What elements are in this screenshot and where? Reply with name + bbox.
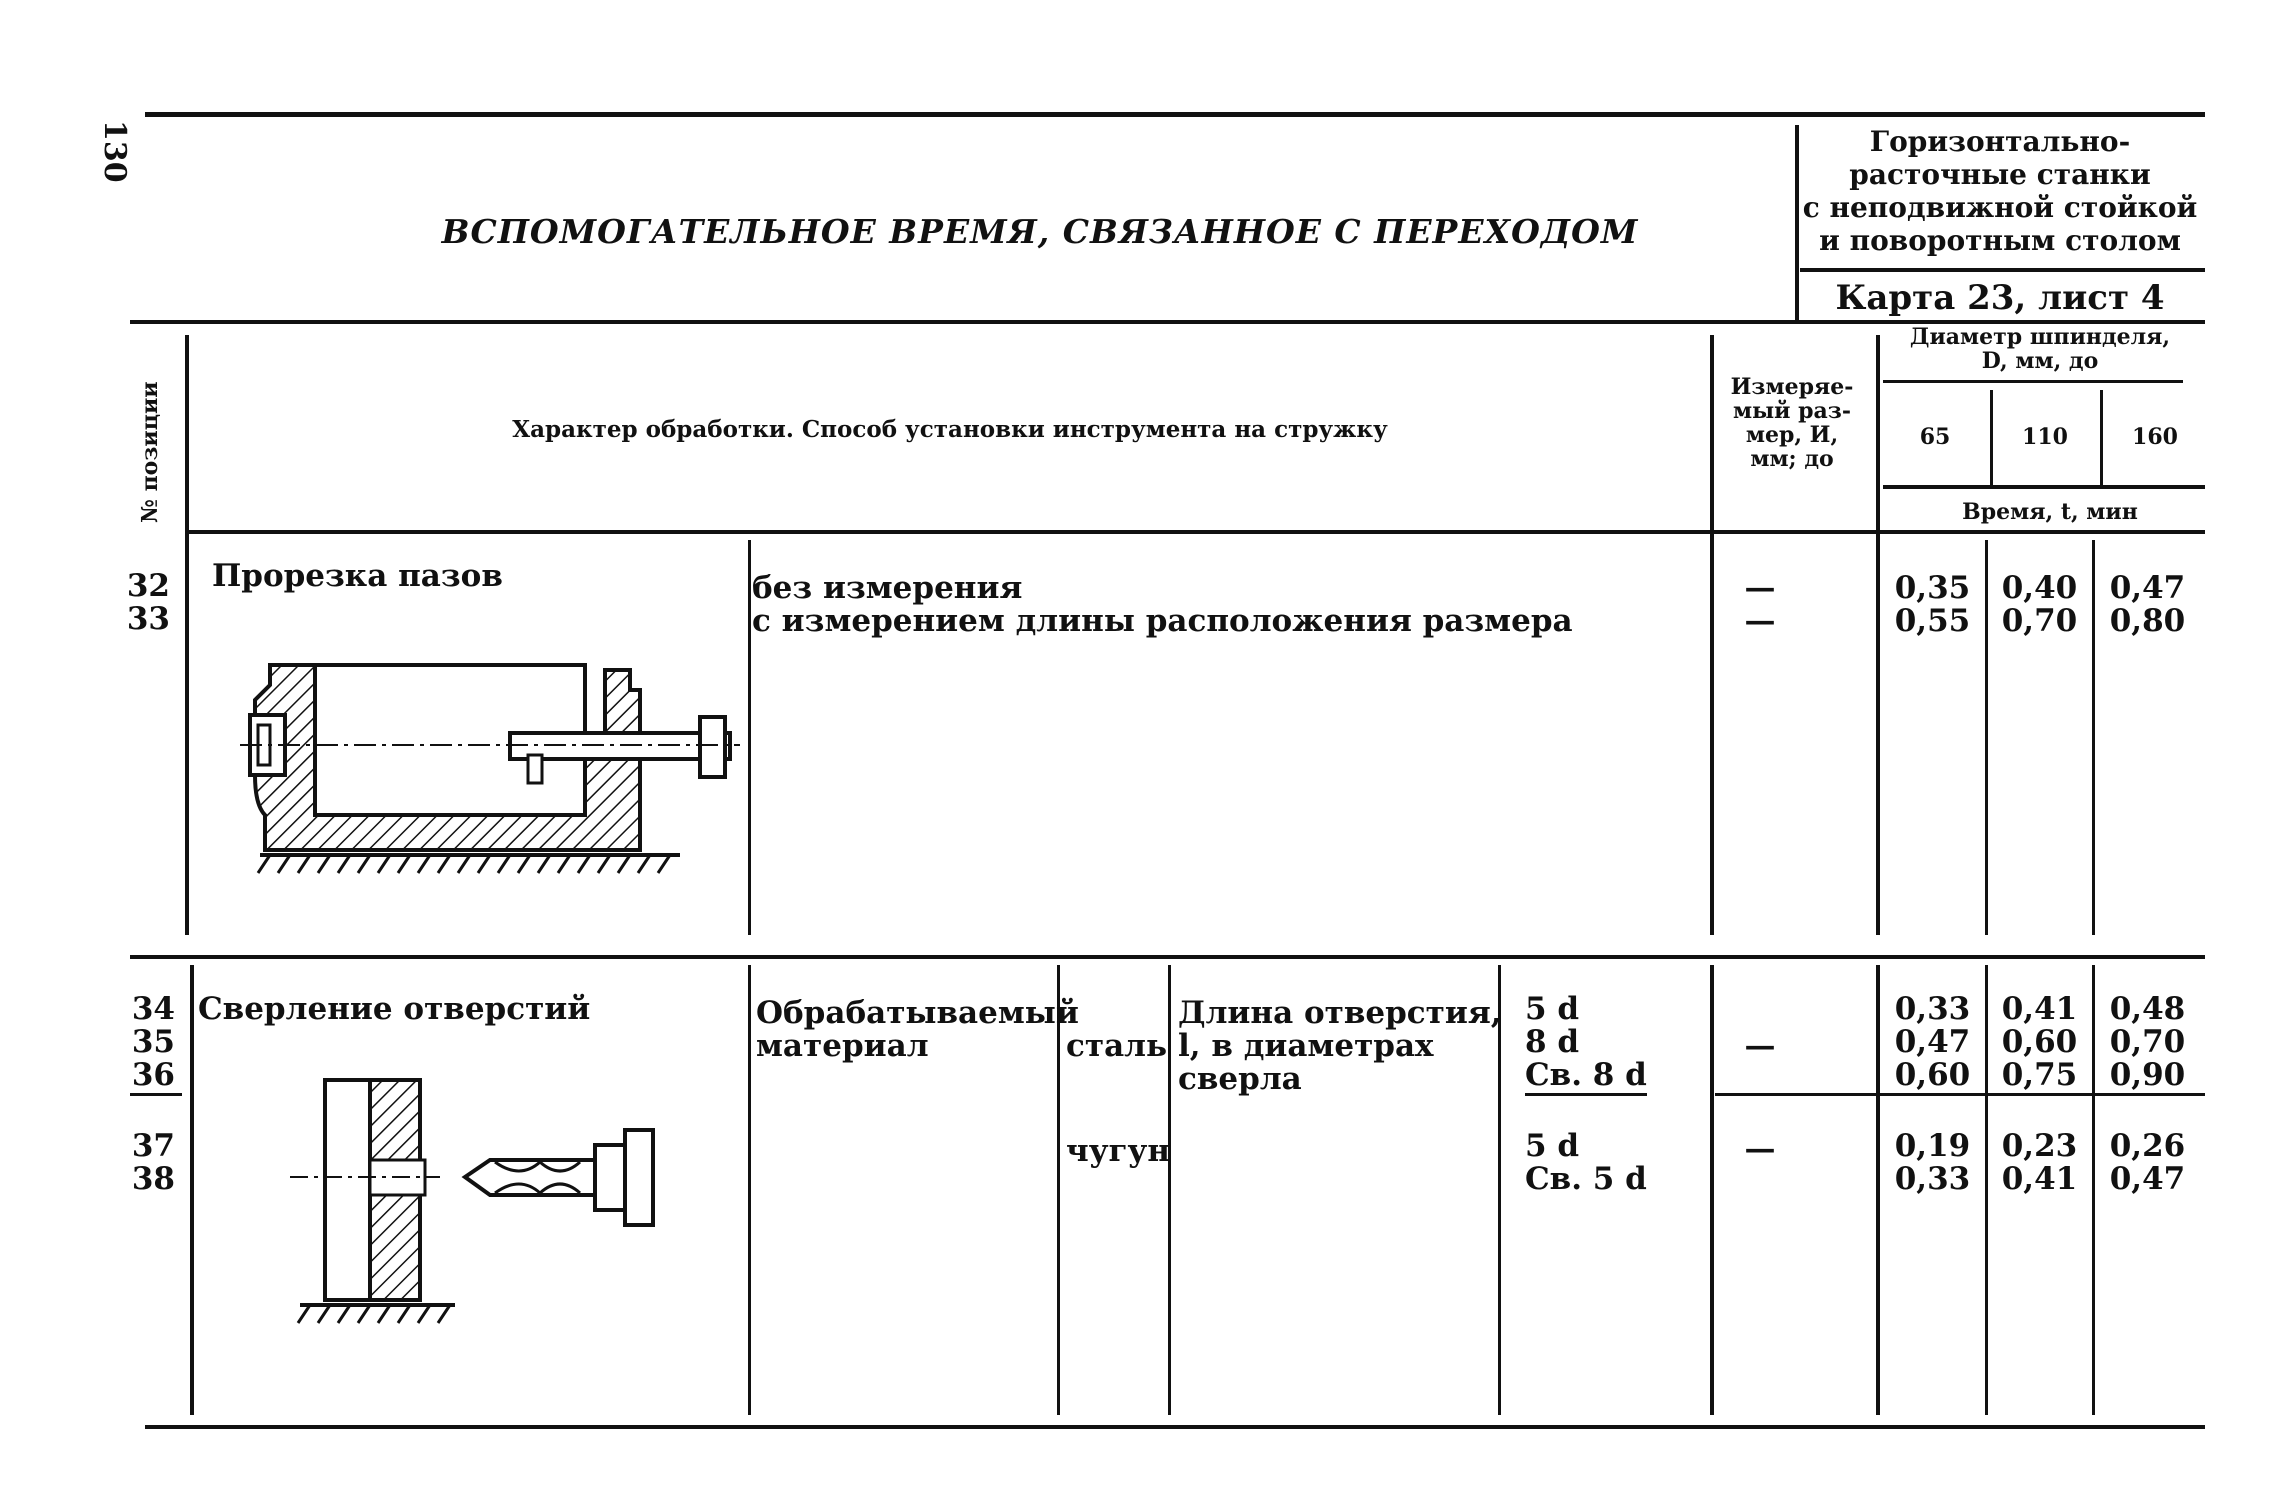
position-header: № позиции bbox=[137, 381, 163, 523]
positions-32-33: 32 33 bbox=[126, 568, 170, 637]
section1-name: Прорезка пазов bbox=[212, 558, 503, 594]
card-rule bbox=[1800, 268, 2205, 272]
measured-32: — bbox=[1744, 570, 1776, 606]
col-line-pos bbox=[185, 335, 189, 935]
col-line-110 bbox=[1985, 540, 1988, 935]
s2-col-line bbox=[1498, 965, 1501, 1415]
s2-col-line bbox=[190, 965, 194, 1415]
lengths-steel: 5 d 8 d Св. 8 d bbox=[1525, 991, 1647, 1093]
diameter-110: 110 bbox=[2022, 424, 2068, 450]
section-separator bbox=[130, 955, 2205, 959]
section2-col110-a: 0,41 0,60 0,75 bbox=[2001, 991, 2078, 1093]
section2-col65-a: 0,33 0,47 0,60 bbox=[1894, 991, 1971, 1093]
header-col-line bbox=[1990, 390, 1993, 485]
section2-name: Сверление отверстий bbox=[198, 991, 591, 1027]
section2-col160-a: 0,48 0,70 0,90 bbox=[2109, 991, 2186, 1093]
s2-col-line bbox=[1168, 965, 1171, 1415]
machine-type: Горизонтально- расточные станки с неподв… bbox=[1802, 125, 2198, 257]
material-label: Обрабатываемый материал bbox=[756, 995, 1079, 1064]
section1-col160: 0,47 0,80 bbox=[2109, 570, 2186, 639]
length-label: Длина отверстия, l, в диаметрах сверла bbox=[1178, 995, 1502, 1097]
positions-37-38: 37 38 bbox=[131, 1128, 175, 1197]
section2-col160-b: 0,26 0,47 bbox=[2109, 1128, 2186, 1197]
header-divider bbox=[1795, 125, 1799, 323]
positions-34-36: 34 35 36 bbox=[131, 991, 175, 1093]
page-number: 130 bbox=[97, 120, 132, 183]
s2-col-line bbox=[1876, 965, 1880, 1415]
s2-col-line bbox=[1710, 965, 1714, 1415]
section1-col65: 0,35 0,55 bbox=[1894, 570, 1971, 639]
lengths-cast-iron: 5 d Св. 5 d bbox=[1525, 1128, 1647, 1197]
s2-col-line bbox=[2092, 965, 2095, 1415]
section1-methods: без измерения с измерением длины располо… bbox=[752, 570, 1573, 639]
slotting-drawing bbox=[240, 663, 740, 874]
time-label: Время, t, мин bbox=[1962, 499, 2138, 525]
bottom-rule bbox=[145, 1425, 2205, 1429]
s2-col-line bbox=[748, 965, 751, 1415]
measured-size-header: Измеряе- мый раз- мер, И, мм; до bbox=[1730, 374, 1854, 472]
material-cast-iron: чугун bbox=[1066, 1133, 1171, 1169]
measured-34-36: — bbox=[1744, 1028, 1776, 1064]
spindle-diameter-header: Диаметр шпинделя, D, мм, до bbox=[1909, 324, 2171, 374]
s2-col-line bbox=[1057, 965, 1060, 1415]
time-rule bbox=[1883, 485, 2205, 489]
header-bottom-rule bbox=[185, 530, 2205, 534]
measured-37-38: — bbox=[1744, 1131, 1776, 1167]
page-title: ВСПОМОГАТЕЛЬНОЕ ВРЕМЯ, СВЯЗАННОЕ С ПЕРЕХ… bbox=[441, 212, 1639, 251]
diameter-65: 65 bbox=[1919, 424, 1951, 450]
section1-col110: 0,40 0,70 bbox=[2001, 570, 2078, 639]
card-label: Карта 23, лист 4 bbox=[1835, 278, 2165, 318]
measured-33: — bbox=[1744, 603, 1776, 639]
section2-col110-b: 0,23 0,41 bbox=[2001, 1128, 2078, 1197]
col-line-160 bbox=[2092, 540, 2095, 935]
material-steel: сталь bbox=[1066, 1028, 1168, 1064]
values-rule bbox=[1715, 1093, 2205, 1096]
lengths-rule bbox=[1525, 1093, 1647, 1096]
header-col-line bbox=[2100, 390, 2103, 485]
section2-col65-b: 0,19 0,33 bbox=[1894, 1128, 1971, 1197]
table-top-rule bbox=[130, 320, 2205, 324]
diameter-rule bbox=[1883, 380, 2183, 383]
top-rule bbox=[145, 112, 2205, 117]
drilling-drawing bbox=[290, 1078, 655, 1324]
diameter-160: 160 bbox=[2132, 424, 2178, 450]
s2-col-line bbox=[1985, 965, 1988, 1415]
character-header: Характер обработки. Способ установки инс… bbox=[512, 416, 1388, 443]
col-line-measured bbox=[1710, 335, 1714, 935]
col-line-time bbox=[1876, 335, 1880, 935]
positions-rule bbox=[130, 1093, 182, 1096]
col-line-method bbox=[748, 540, 751, 935]
